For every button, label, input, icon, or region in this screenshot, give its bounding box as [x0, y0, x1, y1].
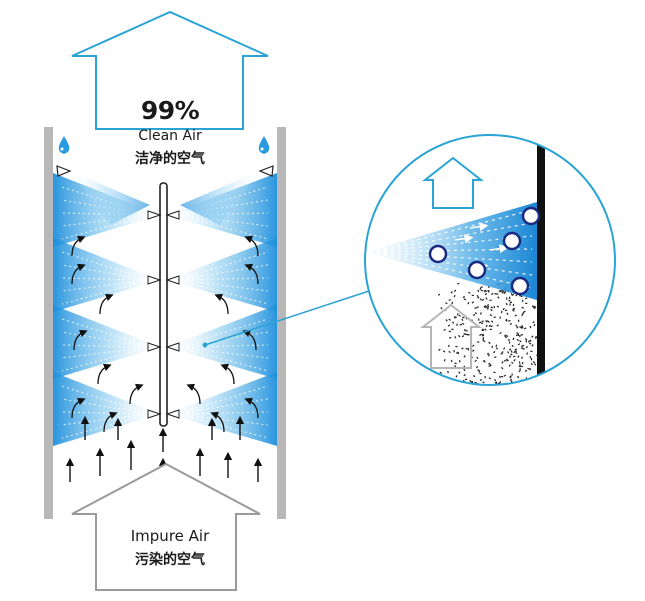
impure-air-outline-arrow: [71, 462, 261, 591]
spray-fan-right: [167, 305, 277, 379]
curved-arrow-icon: [129, 383, 144, 405]
curved-arrow-icon: [244, 397, 259, 419]
nozzle-icon: [258, 165, 274, 177]
spray-fan-right: [167, 372, 277, 446]
spray-fan-left: [53, 238, 160, 312]
droplet-particle-icon: [428, 244, 448, 264]
efficiency-percent: 99%: [140, 96, 200, 125]
curved-arrow-icon: [214, 293, 229, 315]
water-drop-icon: [58, 136, 70, 154]
nozzle-icon: [165, 409, 180, 419]
impure-air-label-chinese: 污染的空气: [135, 552, 205, 568]
impure-air-label: Impure Air: [130, 527, 210, 545]
nozzles: [147, 210, 180, 419]
nozzle-icon: [56, 165, 72, 177]
clean-air-label: Clean Air: [138, 128, 202, 144]
curved-arrow-icon: [244, 235, 259, 257]
clean-air-outline-arrow: [71, 10, 269, 130]
spray-fan-left: [53, 372, 160, 446]
callout-line: [204, 289, 373, 346]
curved-arrow-icon: [242, 329, 257, 351]
curved-arrow-icon: [71, 235, 86, 257]
nozzle-icon: [147, 210, 162, 220]
tower-wall-right: [277, 127, 286, 519]
nozzle-icon: [147, 342, 162, 352]
droplet-particle-icon: [502, 231, 522, 251]
droplet-particle-icon: [467, 260, 487, 280]
curved-arrows: [71, 235, 259, 433]
clean-air-label-chinese: 洁净的空气: [135, 151, 205, 167]
curved-arrow-icon: [210, 411, 225, 433]
nozzle-icon: [165, 275, 180, 285]
curved-arrow-icon: [73, 329, 88, 351]
curved-arrow-icon: [186, 383, 201, 405]
curved-arrow-icon: [244, 263, 259, 285]
curved-arrow-icon: [103, 411, 118, 433]
nozzle-icon: [147, 409, 162, 419]
upward-arrows: [65, 415, 263, 486]
spray-fan-top-left: [70, 171, 150, 225]
curved-arrow-icon: [220, 363, 235, 385]
nozzle-icon: [165, 210, 180, 220]
nozzle-icon: [165, 342, 180, 352]
curved-arrow-icon: [97, 363, 112, 385]
spray-fan-left: [53, 305, 160, 379]
curved-arrow-icon: [71, 263, 86, 285]
curved-arrow-icon: [71, 397, 86, 419]
droplet-particle-icon: [510, 276, 530, 296]
central-pipe: [159, 182, 168, 427]
nozzle-icon: [147, 275, 162, 285]
spray-fans: [53, 171, 277, 446]
spray-fan-right: [167, 238, 277, 312]
tower-wall-left: [44, 127, 53, 519]
zoom-detail: [364, 134, 616, 386]
droplet-particle-icon: [521, 206, 541, 226]
spray-fan-top-right: [180, 171, 260, 225]
curved-arrow-icon: [99, 293, 114, 315]
water-drop-icon: [258, 136, 270, 154]
